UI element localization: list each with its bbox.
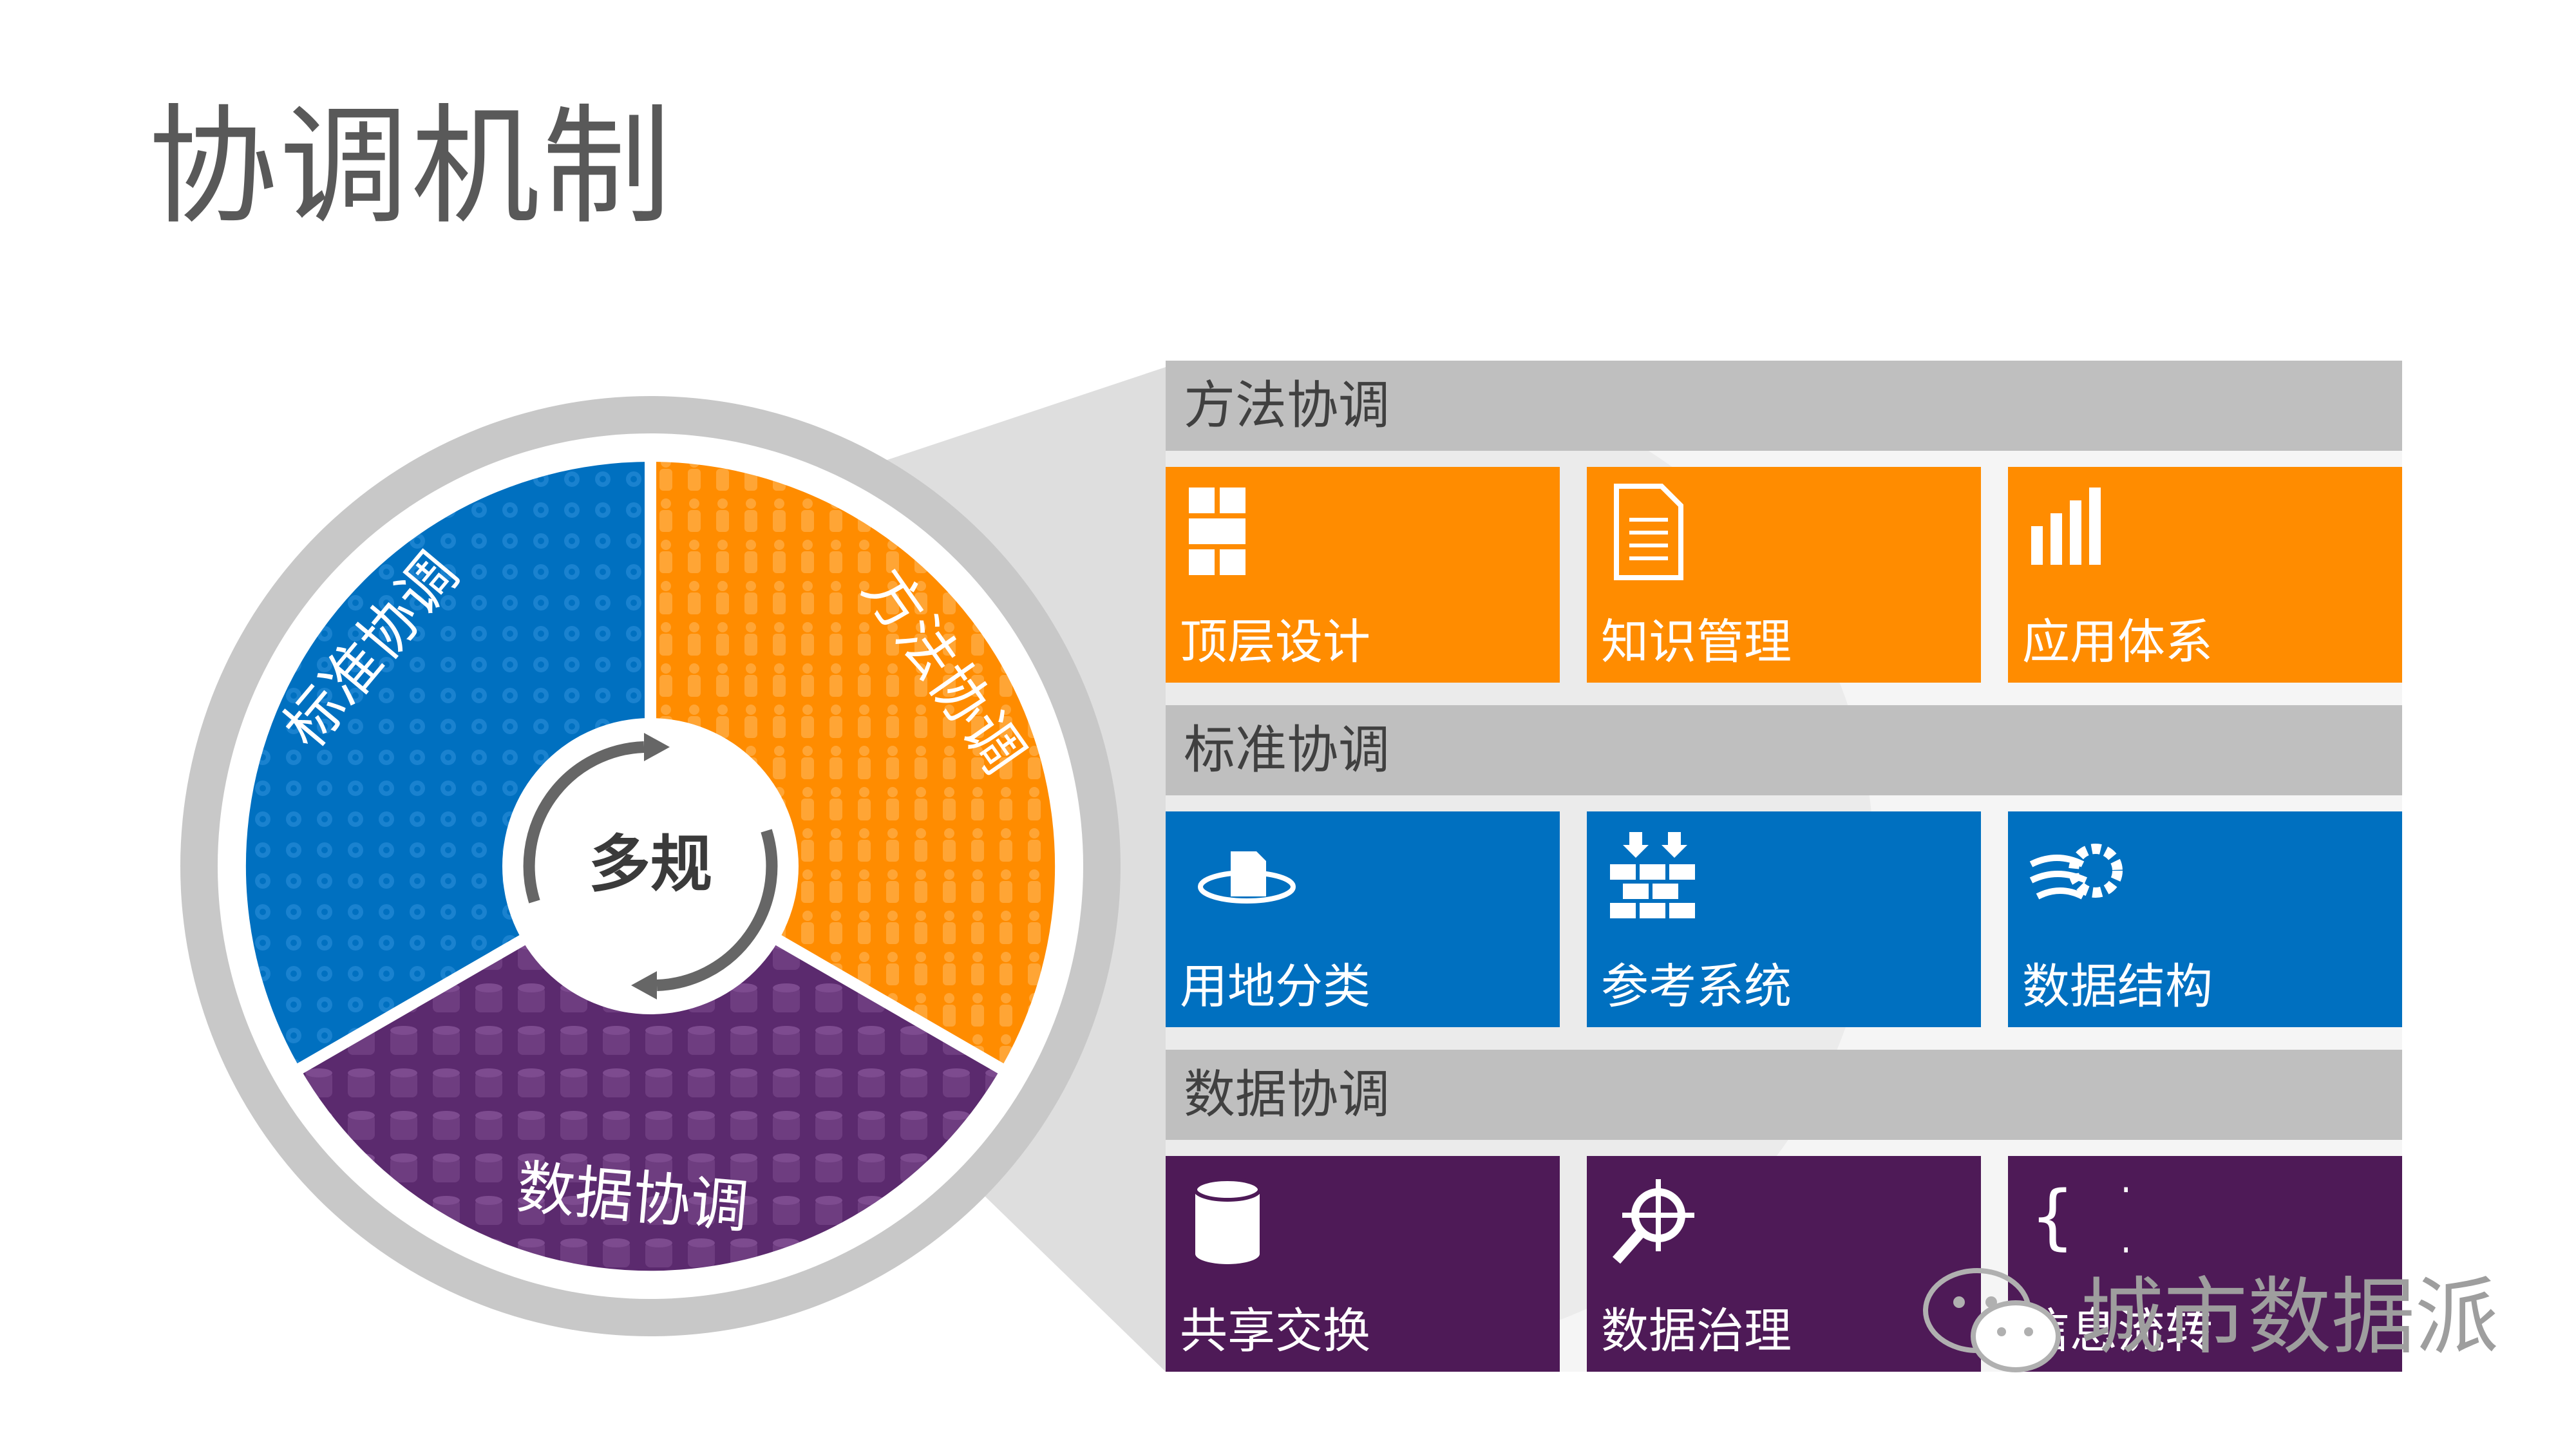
watermark-text: 城市数据派	[2080, 1268, 2499, 1366]
braces-icon: { }	[2031, 1175, 2128, 1258]
tile-label: 参考系统	[1601, 959, 1792, 1014]
tile-label: 顶层设计	[1180, 614, 1370, 670]
tile-label: 数据治理	[1601, 1303, 1792, 1359]
tile-reference-system[interactable]: 参考系统	[1587, 811, 1981, 1027]
tile-data-governance[interactable]: 数据治理	[1587, 1156, 1981, 1372]
cycle-arrow-top	[523, 741, 645, 904]
tile-sharing-exchange[interactable]: 共享交换	[1166, 1156, 1560, 1372]
brick-wall-icon	[1610, 832, 1695, 918]
tile-label: 知识管理	[1601, 614, 1792, 670]
tile-label: 共享交换	[1180, 1303, 1370, 1359]
tile-information-flow[interactable]: { } 信息流转	[2008, 1156, 2402, 1372]
bar-chart-icon	[2031, 488, 2101, 565]
tile-knowledge-management[interactable]: 知识管理	[1587, 467, 1981, 683]
wheel-hub	[502, 718, 799, 1014]
watermark: 城市数据派	[1919, 1262, 2537, 1378]
section-band-data: 数据协调	[1166, 1050, 2402, 1140]
ring-cylinder-icon	[1198, 851, 1296, 904]
page-title: 协调机制	[148, 92, 674, 242]
wheel-center-label: 多规	[589, 828, 712, 900]
section-label-standard: 标准协调	[1184, 720, 1390, 780]
wechat-icon	[1923, 1268, 2061, 1372]
tile-label: 应用体系	[2022, 614, 2213, 670]
target-magnifier-icon	[1613, 1179, 1694, 1264]
grid-blocks-icon	[1189, 488, 1245, 575]
document-icon	[1614, 484, 1683, 580]
tile-label: 用地分类	[1180, 959, 1370, 1014]
section-band-method: 方法协调	[1166, 361, 2402, 451]
database-icon	[1193, 1177, 1262, 1264]
zoom-panel: 方法协调 顶层设计 知识管理 应用体系	[1166, 361, 2402, 1372]
cycle-arrow-bottom	[656, 829, 778, 991]
section-band-standard: 标准协调	[1166, 705, 2402, 795]
svg-text:{ }: { }	[2031, 1175, 2128, 1258]
tile-top-level-design[interactable]: 顶层设计	[1166, 467, 1560, 683]
tile-label: 数据结构	[2022, 959, 2213, 1014]
tile-data-structure[interactable]: 数据结构	[2008, 811, 2402, 1027]
section-label-method: 方法协调	[1184, 375, 1390, 435]
tile-application-system[interactable]: 应用体系	[2008, 467, 2402, 683]
section-label-data: 数据协调	[1184, 1065, 1390, 1124]
gear-wind-icon	[2029, 844, 2123, 900]
tile-land-classification[interactable]: 用地分类	[1166, 811, 1560, 1027]
